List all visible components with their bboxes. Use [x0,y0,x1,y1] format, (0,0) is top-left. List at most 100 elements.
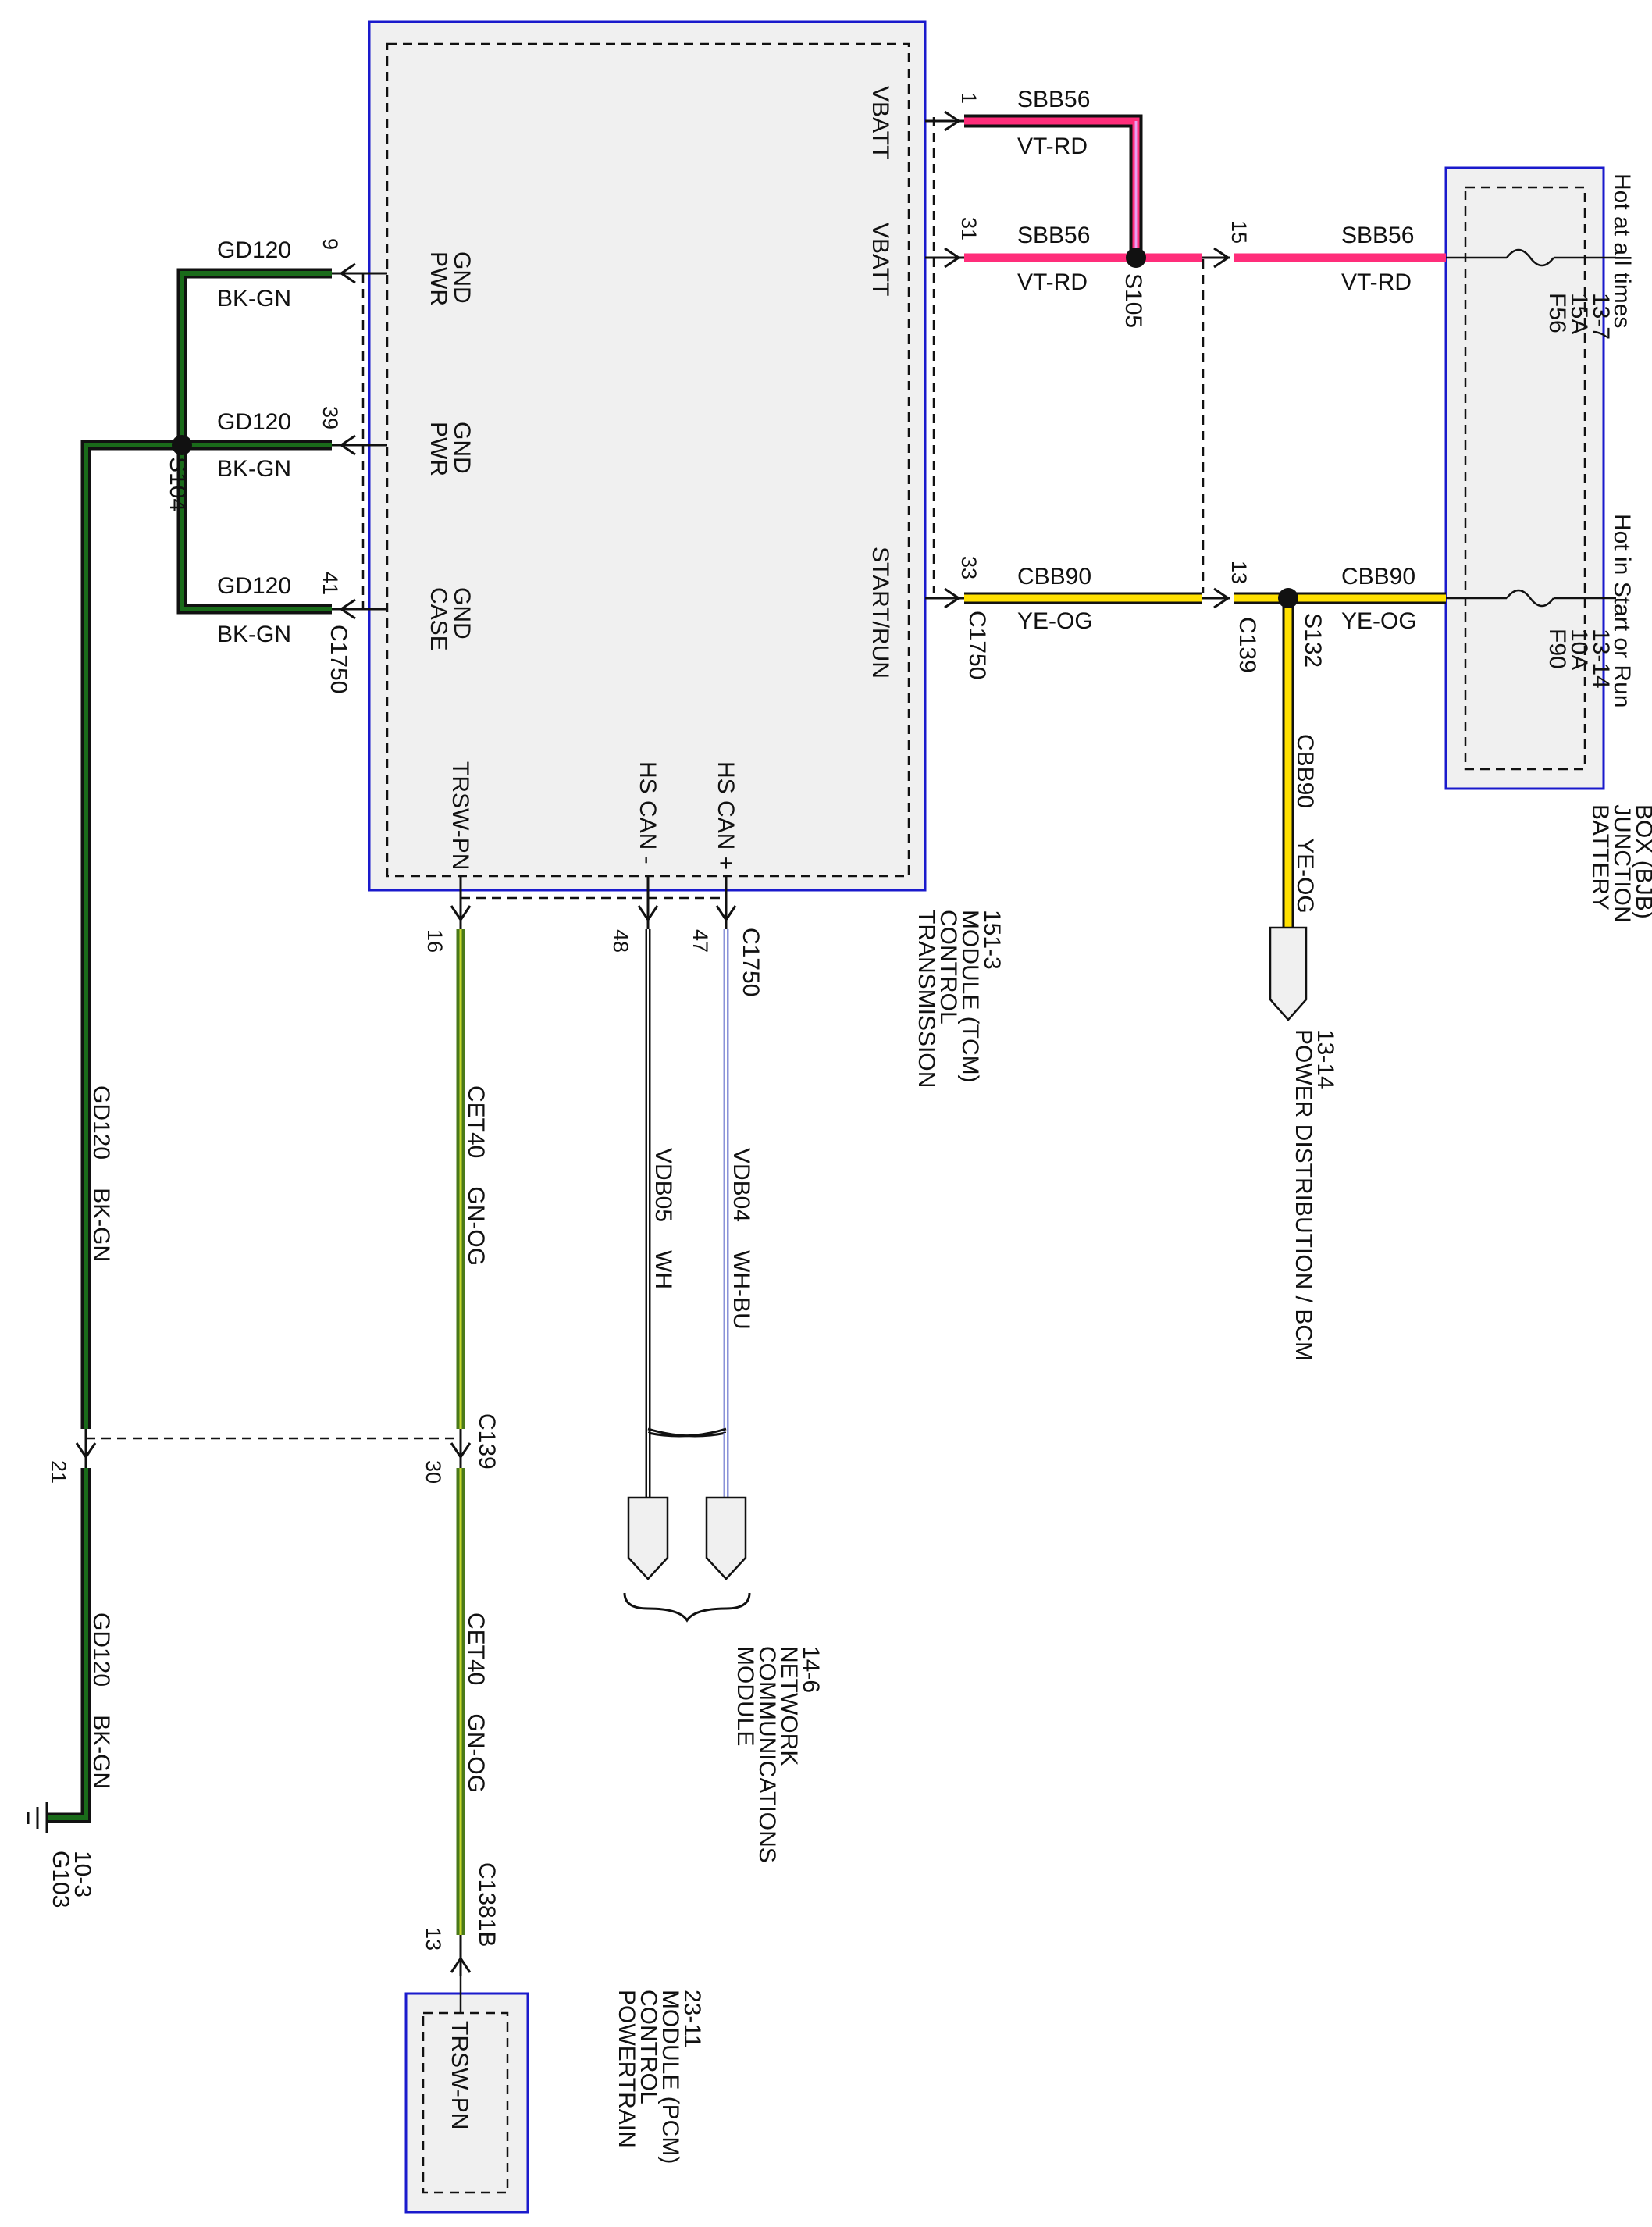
pin-number-1: 1 [957,92,981,104]
wire-gd120-c-circuit: GD120 [217,573,291,599]
splice-dots [172,248,1298,608]
connector-c139-top: C139 [1234,617,1260,673]
fuse-f90-symbol [1506,589,1554,608]
wire-gd120-a-circuit: GD120 [217,237,291,263]
arrow-pin-33 [944,587,961,609]
wire-cbb90-b-color: YE-OG [1341,608,1417,634]
wire-can-bus [645,929,729,1498]
bjb-module-box [1444,166,1605,790]
arrow-pin-31 [944,247,961,269]
pcm-pin-trsw-pn-label: TRSW-PN [447,2021,472,2129]
pin-number-13b: 13 [422,1927,445,1951]
splice-s104-label: S104 [165,457,190,511]
pin-number-48: 48 [609,929,632,953]
pin-number-31: 31 [957,217,981,241]
arrow-pin-48 [637,905,659,922]
wire-cet40-b-label: CET40GN-OG [463,1612,489,1793]
connector-arrows [75,110,1230,1976]
tcm-pin-pwr-gnd-2-label: PWRGND [425,422,475,476]
tcm-module-name: TRANSMISSION CONTROL MODULE (TCM) 151-3 [913,910,1005,1095]
wire-sbb56-c-circuit: SBB56 [1341,223,1414,248]
network-brace [623,1592,751,1623]
connector-c139-bottom: C139 [474,1413,500,1470]
bjb-module-name: BATTERY JUNCTION BOX (BJB) 11-1 [1587,804,1652,929]
pin-number-41: 41 [319,572,342,595]
arrow-pin-39 [339,434,356,456]
wire-cbb90-a-color: YE-OG [1017,608,1093,634]
hot-in-start-or-run-note: Hot in Start or Run [1609,514,1635,707]
pin-number-47: 47 [689,929,712,953]
wire-cet40-a-label: CET40GN-OG [463,1085,489,1266]
can-minus-arrow [627,1496,669,1580]
tcm-pin-hs-can-plus-label: HS CAN + [713,761,739,870]
ground-g103-label: G103 10-3 [48,1851,95,1915]
tcm-module [368,20,927,892]
fuse-f90-label: F90 10A 13-14 [1544,629,1614,689]
wire-gd120-c-color: BK-GN [217,622,291,647]
module-communications-label: MODULE COMMUNICATIONS NETWORK 14-6 [732,1646,824,1869]
pin-number-15: 15 [1227,220,1251,244]
wire-gd120-b-color: BK-GN [217,456,291,482]
pin-number-30: 30 [422,1460,445,1484]
wire-cbb90-b-circuit: CBB90 [1341,564,1415,590]
wire-gd120-a-color: BK-GN [217,286,291,312]
bjb-module [1444,166,1605,790]
connector-dashed-lines [86,117,1205,1440]
tcm-pin-start-run-label: START/RUN [867,547,893,679]
fuse-f56-label: F56 15A 13-7 [1544,293,1614,340]
pin-number-21: 21 [47,1460,70,1484]
arrow-pin-9 [339,262,356,284]
arrow-pin-1 [944,110,961,132]
splice-s105-dot [1126,248,1146,268]
tcm-pin-pwr-gnd-1-label: PWRGND [425,251,475,306]
splice-s105-label: S105 [1120,273,1146,328]
hot-at-all-times-note: Hot at all times [1609,173,1635,328]
wire-vt-rd [964,114,1507,262]
tcm-module-box [368,20,927,892]
wire-sbb56-a-circuit: SBB56 [1017,87,1090,112]
arrow-pin-16 [450,905,472,922]
destination-arrows [627,926,1308,1580]
power-dist-arrow [1269,926,1308,1021]
bjb-module-inner-border [1464,186,1586,771]
can-plus-arrow [705,1496,747,1580]
wire-gd120-e-label: GD120BK-GN [88,1612,114,1789]
pcm-module-name: POWERTRAIN CONTROL MODULE (PCM) 23-11 [614,1990,705,2171]
connector-c1381b: C1381B [474,1862,500,1947]
tcm-pin-trsw-pn-label: TRSW-PN [447,761,473,870]
pin-number-39: 39 [319,406,342,429]
ground-symbol [27,1802,48,1833]
wire-cbb90-c-label: CBB90YE-OG [1292,734,1318,914]
pin-number-13: 13 [1227,561,1251,584]
wire-vdb04-label: VDB04WH-BU [728,1148,754,1330]
pin-number-9: 9 [319,238,342,250]
fuse-f56-symbol [1506,248,1554,267]
splice-s104-dot [172,435,192,455]
wire-sbb56-a-color: VT-RD [1017,134,1088,159]
fuse-symbols [1506,248,1616,608]
wire-sbb56-b-color: VT-RD [1017,269,1088,295]
arrow-pin-47 [715,905,737,922]
wire-cbb90-a-circuit: CBB90 [1017,564,1091,590]
wire-gd120-b-circuit: GD120 [217,409,291,435]
wire-vdb05-label: VDB05WH [650,1148,676,1289]
tcm-pin-vbatt-1-label: VBATT [867,86,893,159]
pcm-module [404,1992,529,2214]
wire-gd120-d-label: GD120BK-GN [88,1085,114,1262]
wire-sbb56-b-circuit: SBB56 [1017,223,1090,248]
wire-ye-og [964,592,1507,928]
wire-sbb56-c-color: VT-RD [1341,269,1412,295]
pin-number-33: 33 [957,556,981,579]
pin-number-16: 16 [423,929,447,953]
tcm-pin-case-gnd-label: CASEGND [425,587,475,651]
splice-s132-label: S132 [1300,613,1326,668]
connector-c1750-top: C1750 [964,611,990,679]
arrow-pin-41 [339,598,356,620]
tcm-pin-hs-can-minus-label: HS CAN - [635,761,660,864]
pcm-module-inner-border [422,2011,509,2194]
connector-c1750-bottom: C1750 [738,928,764,996]
splice-s132-dot [1278,588,1298,608]
tcm-pin-vbatt-2-label: VBATT [867,223,893,296]
connector-c1750-left: C1750 [326,625,351,693]
